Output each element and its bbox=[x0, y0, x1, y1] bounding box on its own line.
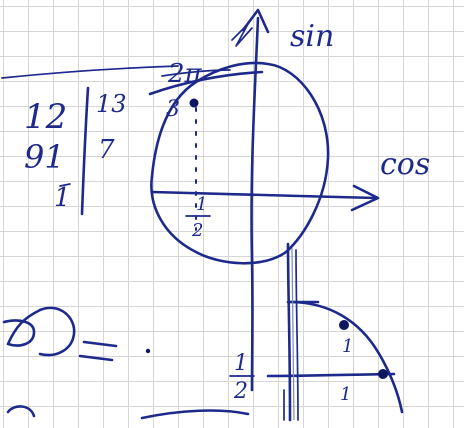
half-level-line bbox=[266, 372, 396, 378]
lower-point-2 bbox=[378, 369, 388, 379]
number-1: 1 bbox=[54, 183, 71, 213]
sin-axis-arrowhead bbox=[241, 8, 270, 34]
small-label-1a: 1 bbox=[342, 336, 353, 357]
sin-axis bbox=[250, 16, 260, 392]
top-left-stroke bbox=[1, 65, 179, 79]
fraction-inner-numerator: 1 bbox=[196, 194, 207, 215]
sin-label: sin bbox=[290, 19, 334, 54]
loose-dot bbox=[145, 348, 151, 354]
unit-circle bbox=[150, 61, 330, 265]
bottom-left-stroke bbox=[6, 405, 36, 418]
lower-point-1 bbox=[339, 320, 349, 330]
number-3: 3 bbox=[166, 97, 180, 122]
number-7: 7 bbox=[98, 135, 115, 165]
equals-top bbox=[82, 340, 118, 348]
lower-arc bbox=[288, 300, 404, 414]
lower-vertical-faint bbox=[291, 247, 295, 421]
number-13: 13 bbox=[96, 90, 127, 118]
circle-point bbox=[189, 98, 199, 108]
cos-label: cos bbox=[380, 147, 430, 182]
sin-axis-scribble bbox=[231, 23, 253, 47]
fraction-lower-denominator: 2 bbox=[233, 379, 248, 404]
fraction-lower-numerator: 1 bbox=[234, 351, 248, 376]
cos-axis bbox=[150, 190, 378, 200]
bottom-curve bbox=[140, 409, 250, 420]
phi-stroke bbox=[2, 306, 76, 357]
two-pi-underline bbox=[161, 69, 231, 77]
number-91: 91 bbox=[24, 138, 65, 176]
number-12: 12 bbox=[24, 97, 67, 137]
two-pi-label: 2π bbox=[167, 59, 203, 89]
equals-bottom bbox=[78, 354, 114, 362]
fraction-inner-denominator: 2 bbox=[191, 220, 203, 241]
lower-vertical-1 bbox=[286, 242, 292, 422]
small-label-1b: 1 bbox=[340, 384, 351, 405]
lower-vertical-2 bbox=[295, 249, 299, 421]
number-separator bbox=[80, 86, 90, 216]
left-dash bbox=[59, 183, 71, 187]
cos-axis-arrowhead bbox=[350, 184, 380, 212]
two-pi-arc bbox=[148, 70, 264, 96]
